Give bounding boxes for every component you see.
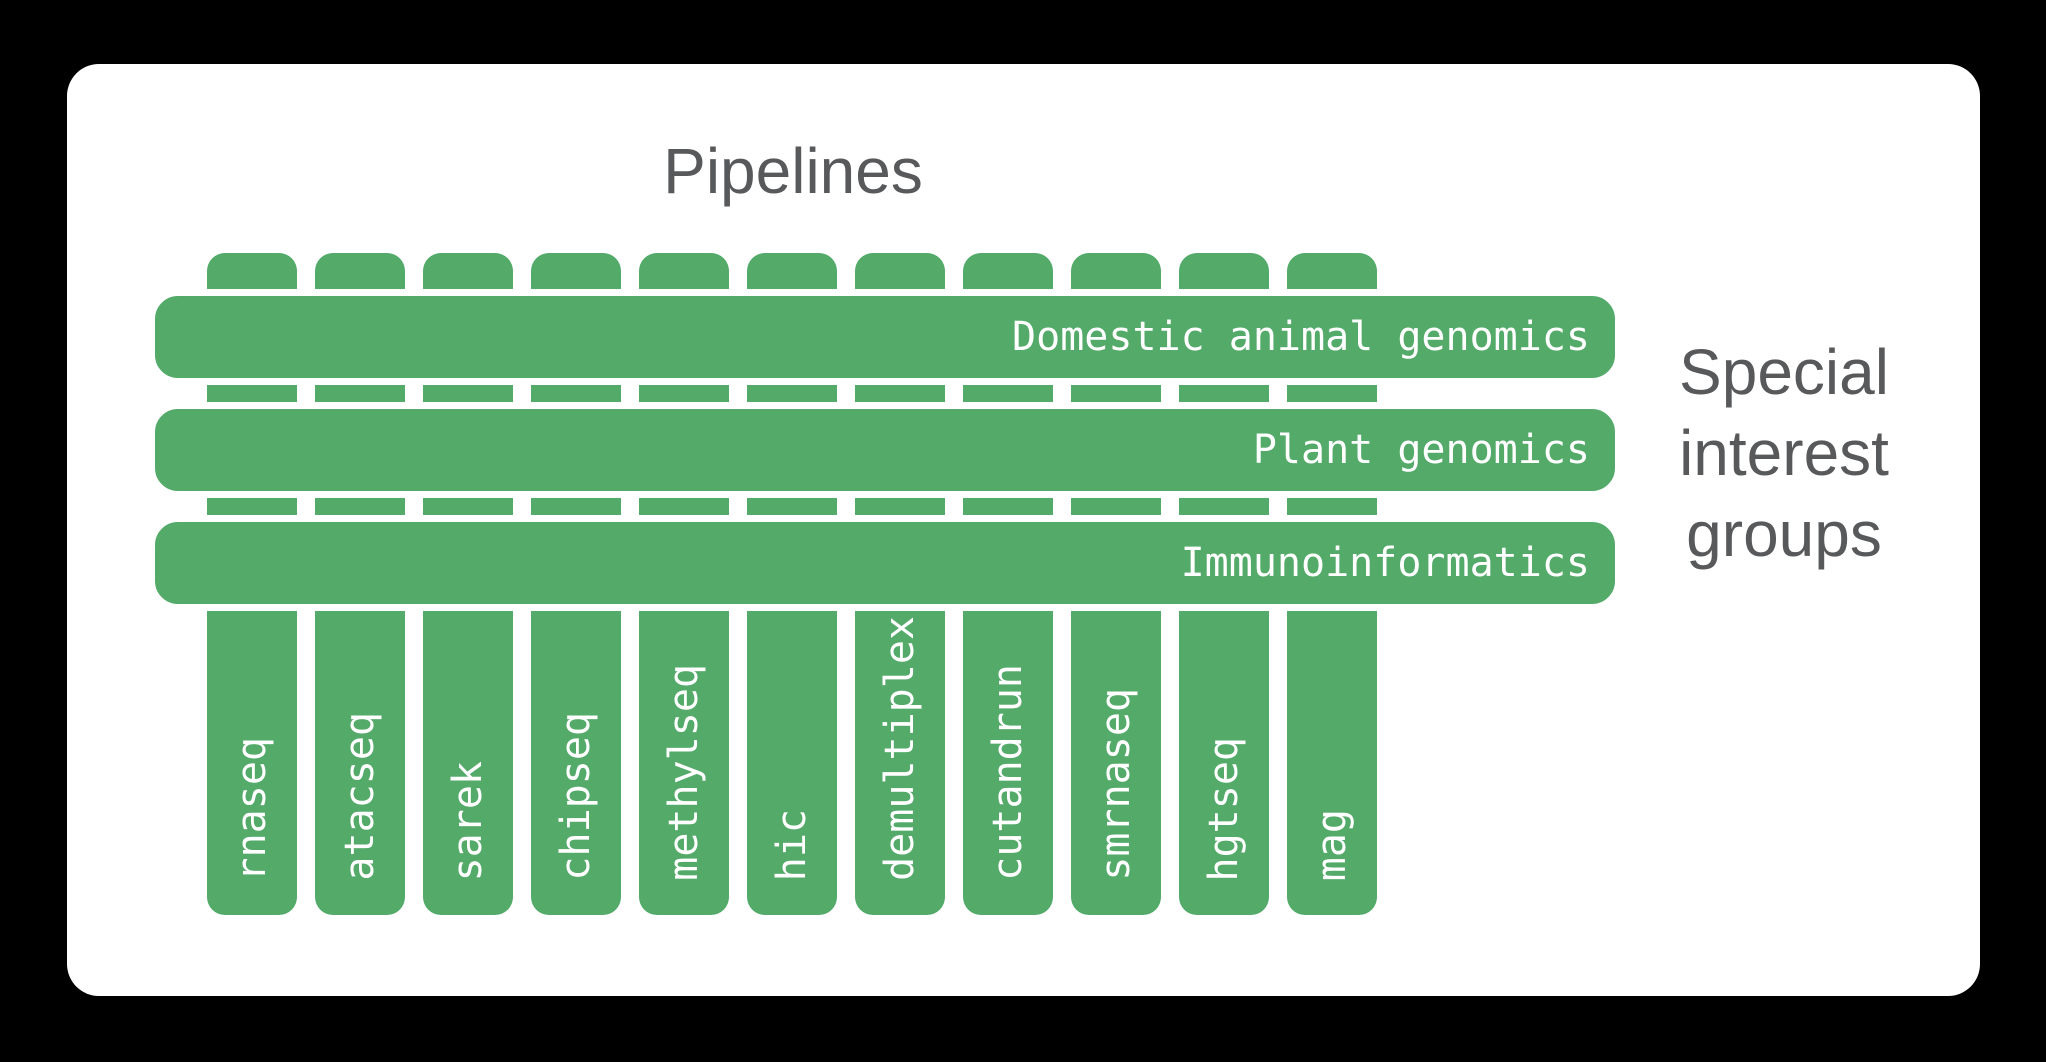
pipeline-label: chipseq	[553, 712, 599, 881]
pipeline-label: atacseq	[337, 712, 383, 881]
pipeline-label: mag	[1309, 808, 1355, 881]
sig-bar-label: Domestic animal genomics	[1012, 314, 1590, 360]
pipeline-label: sarek	[445, 760, 491, 881]
sig-bar-immunoinformatics: Immunoinformatics	[148, 515, 1622, 611]
sig-bar-label: Plant genomics	[1252, 427, 1590, 473]
pipeline-label: methylseq	[661, 664, 707, 881]
pipeline-label: hic	[769, 808, 815, 881]
pipeline-label: rnaseq	[229, 736, 275, 882]
sig-bar-label: Immunoinformatics	[1180, 540, 1590, 586]
sig-bar-plant-genomics: Plant genomics	[148, 402, 1622, 498]
pipeline-label: demultiplex	[877, 616, 923, 881]
special-interest-groups-label: Special interest groups	[1679, 336, 1889, 570]
sig-bar-domestic-animal-genomics: Domestic animal genomics	[148, 289, 1622, 385]
pipeline-label: hgtseq	[1201, 736, 1247, 882]
pipeline-label: cutandrun	[985, 664, 1031, 881]
figure-card: Pipelines rnaseq atacseq sarek chipseq methy…	[67, 64, 1980, 996]
pipelines-title: Pipelines	[663, 135, 923, 207]
pipeline-label: smrnaseq	[1093, 688, 1139, 881]
